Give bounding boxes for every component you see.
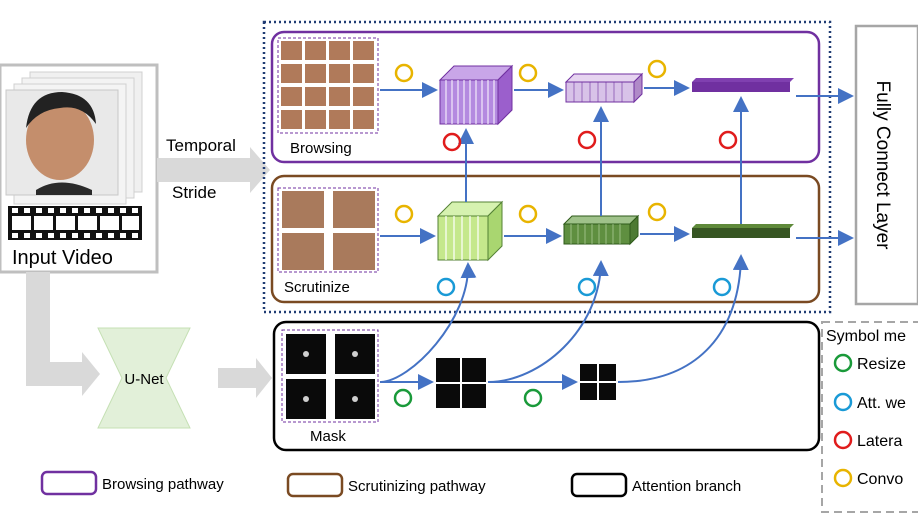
unet-block: U-Net [97,327,191,429]
lateral-symbol-icon [718,130,738,150]
scrutinizing-feature-block-3 [692,224,794,238]
mask-grid [281,329,379,423]
legend-attention: Attention branch [632,478,741,495]
resize-legend-icon [833,353,853,373]
input-to-unet-arrow [26,272,100,396]
browsing-legend-swatch [40,470,98,496]
attention-branch-box [272,320,821,452]
flow-arrows [379,80,854,390]
scrutinizing-legend-swatch [286,472,344,498]
browsing-frames-grid [277,37,379,134]
unet-label: U-Net [124,371,164,388]
scrutinize-frames-grid [277,187,379,273]
conv-symbol-icon [518,63,538,83]
lateral-symbol-icon [577,130,597,150]
att-weight-legend-icon [833,392,853,412]
att-weight-symbol-icon [577,277,597,297]
conv-symbol-icon [394,204,414,224]
browsing-label: Browsing [290,140,352,157]
temporal-label: Temporal [166,136,236,155]
unet-to-mask-arrow [218,358,272,398]
legend-scrutinizing: Scrutinizing pathway [348,478,486,495]
browsing-feature-block-2 [564,72,644,104]
lateral-legend-icon [833,430,853,450]
input-video-panel: Input Video [0,63,159,274]
symbol-circles [393,59,738,408]
stride-label: Stride [172,183,216,202]
resize-symbol-icon [523,388,543,408]
legend-browsing: Browsing pathway [102,476,224,493]
symbol-item-resize: Resize [857,356,906,373]
face-thumbnail-icon [26,92,96,195]
att-weight-symbol-icon [436,277,456,297]
conv-symbol-icon [647,59,667,79]
conv-symbol-icon [518,204,538,224]
symbol-meaning-legend: Symbol me Resize Att. we Latera Convo [821,321,918,513]
resize-symbol-icon [393,388,413,408]
mask-label: Mask [310,428,346,445]
browsing-feature-block-3 [692,78,794,92]
browsing-feature-block-1 [438,64,514,126]
attention-legend-swatch [570,472,628,498]
fully-connect-layer-box [854,24,918,306]
fully-connect-layer-label: Fully Connect Layer [872,81,893,251]
temporal-stride-arrow [157,147,270,193]
conv-symbol-icon [647,202,667,222]
scrutinizing-feature-block-2 [562,214,640,246]
symbol-item-lateral: Latera [857,433,902,450]
symbol-item-att: Att. we [857,395,906,412]
input-video-label: Input Video [12,247,113,269]
two-pathway-dotted-frame [262,20,832,314]
lateral-symbol-icon [442,132,462,152]
grey-connectors [26,147,272,398]
scrutinizing-feature-block-1 [436,200,504,262]
attention-map-small [580,364,616,400]
att-weight-symbol-icon [712,277,732,297]
conv-legend-icon [833,468,853,488]
film-strip-icon [8,206,142,240]
scrutinize-label: Scrutinize [284,279,350,296]
pathway-legend: Browsing pathway Scrutinizing pathway At… [40,470,741,498]
attention-map-medium [436,358,486,408]
symbol-item-conv: Convo [857,471,903,488]
conv-symbol-icon [394,63,414,83]
symbol-legend-title: Symbol me [826,328,906,345]
